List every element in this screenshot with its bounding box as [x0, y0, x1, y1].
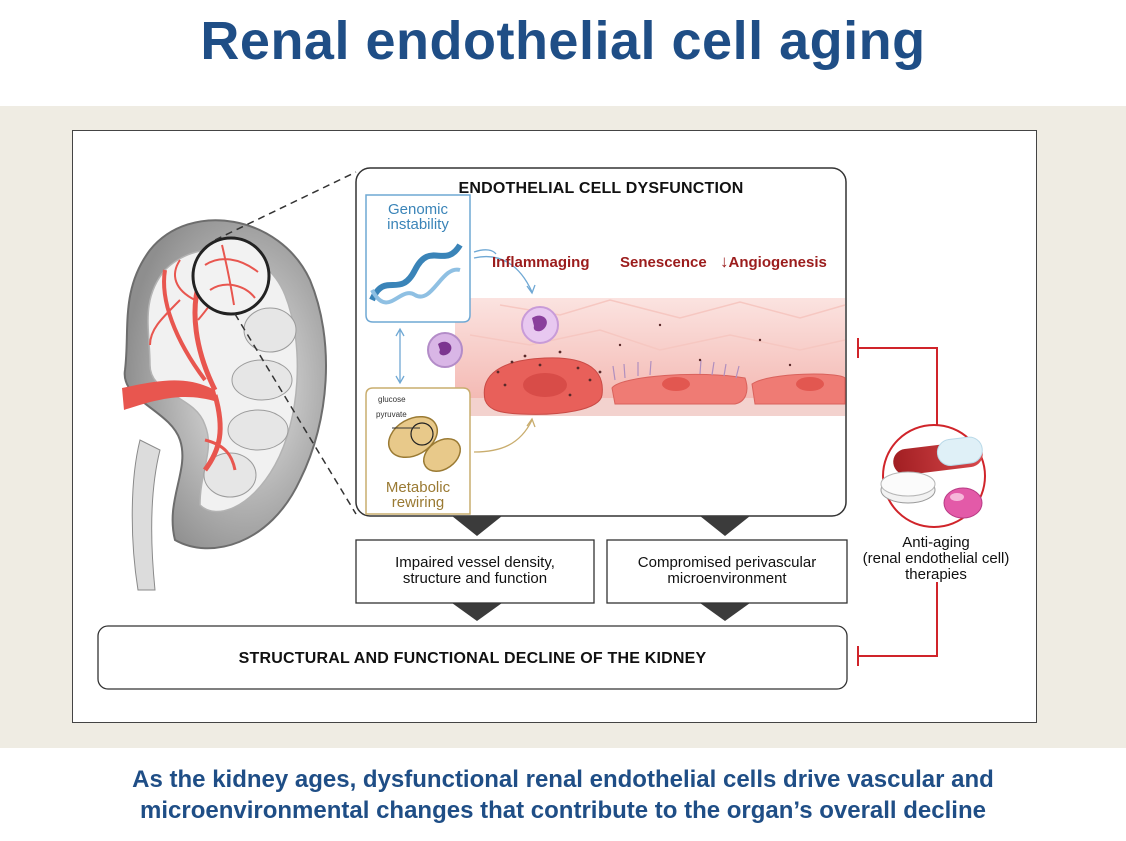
vessel-box — [355, 539, 595, 604]
decrease-arrow-icon: ↓ — [720, 252, 729, 271]
therapy-label: Anti-aging (renal endothelial cell) ther… — [844, 535, 1028, 583]
perivascular-box-text: Compromised perivascular microenvironmen… — [607, 555, 847, 587]
page-title: Renal endothelial cell aging — [200, 11, 926, 71]
perivascular-line2: microenvironment — [667, 570, 787, 587]
pyruvate-label: pyruvate — [376, 410, 407, 419]
perivascular-line1: Compromised perivascular — [637, 554, 817, 571]
cycle-arrows — [395, 249, 536, 453]
inhibition-lines — [857, 338, 938, 666]
down-arrow-icon — [452, 516, 502, 536]
vessel-box-text: Impaired vessel density, structure and f… — [356, 555, 594, 587]
metabolic-line1: Metabolic — [385, 479, 451, 496]
perivascular-box — [606, 539, 848, 604]
caption-line1: As the kidney ages, dysfunctional renal … — [132, 766, 994, 793]
caption-line2: microenvironmental changes that contribu… — [140, 797, 986, 824]
senescence-label: Senescence — [620, 254, 707, 271]
metabolic-line2: rewiring — [391, 494, 445, 511]
figure-caption: As the kidney ages, dysfunctional renal … — [0, 764, 1126, 826]
vessel-line1: Impaired vessel density, — [395, 554, 555, 571]
angiogenesis-label: ↓Angiogenesis — [720, 252, 850, 272]
therapy-line3: therapies — [905, 566, 967, 583]
dysfunction-header: ENDOTHELIAL CELL DYSFUNCTION — [458, 180, 744, 197]
therapy-line2: (renal endothelial cell) — [862, 550, 1010, 567]
down-arrow-icon — [700, 516, 750, 536]
glucose-label: glucose — [378, 395, 406, 404]
down-arrow-icon — [452, 603, 502, 621]
metabolic-rewiring-card — [365, 387, 471, 515]
genomic-line2: instability — [387, 216, 449, 233]
angiogenesis-text: Angiogenesis — [728, 254, 827, 271]
therapy-line1: Anti-aging — [902, 534, 970, 551]
decline-box — [97, 625, 848, 690]
metabolic-rewiring-label: Metabolic rewiring — [366, 480, 470, 510]
endothelium-illustration — [427, 298, 846, 416]
genomic-instability-card — [365, 194, 471, 323]
genomic-line1: Genomic — [387, 201, 449, 218]
down-arrow-icon — [700, 603, 750, 621]
vessel-line2: structure and function — [402, 570, 548, 587]
inflammaging-label: Inflammaging — [492, 254, 590, 271]
kidney-illustration — [122, 171, 357, 591]
genomic-instability-label: Genomic instability — [366, 202, 470, 232]
decline-box-text: STRUCTURAL AND FUNCTIONAL DECLINE OF THE… — [238, 650, 707, 667]
pill-icon — [880, 424, 986, 528]
